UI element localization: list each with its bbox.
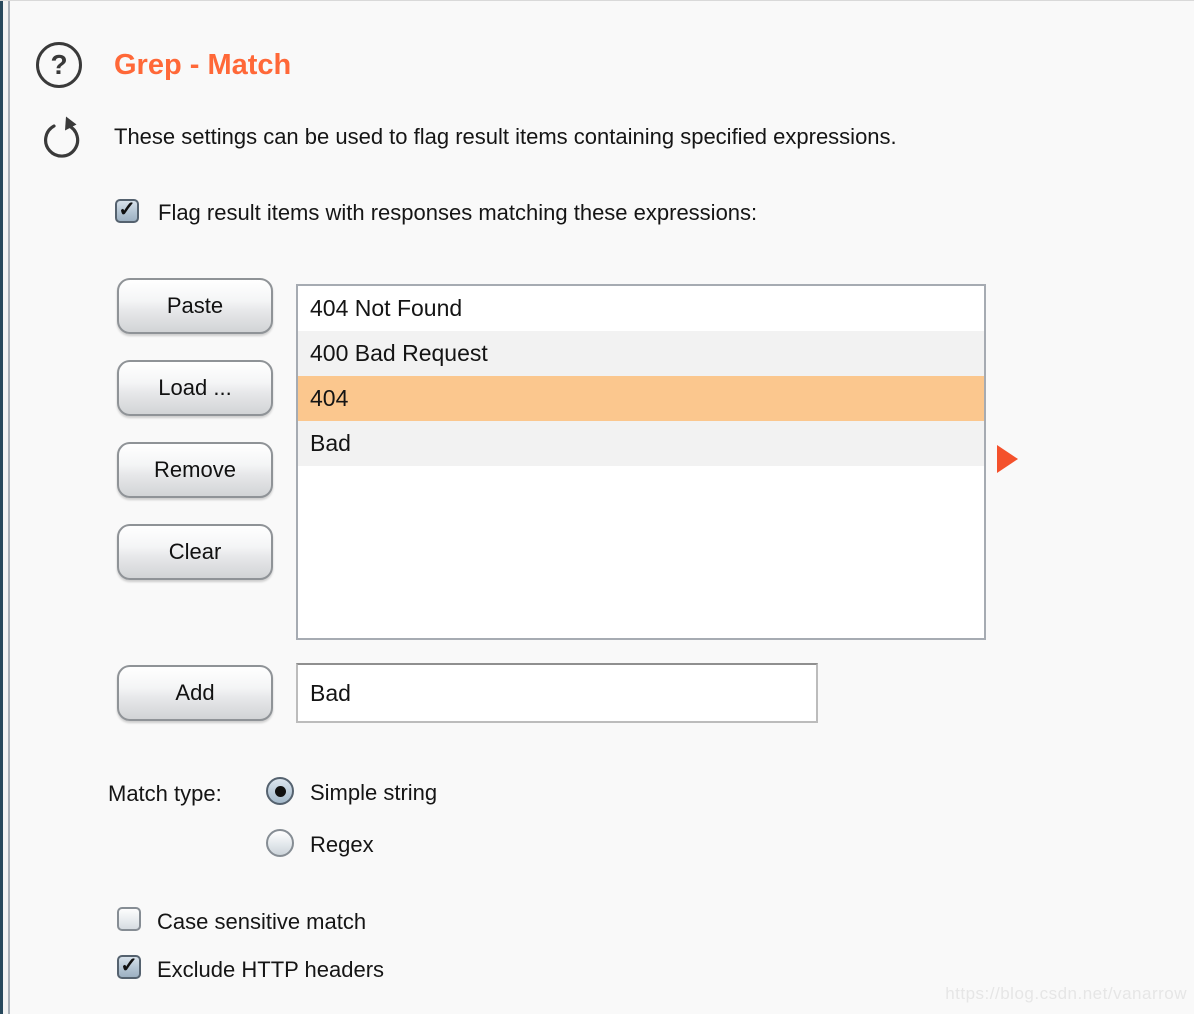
page-title: Grep - Match [114,49,292,81]
checkmark-icon: ✓ [118,198,136,221]
list-item[interactable]: Bad [298,421,984,466]
flag-results-checkbox[interactable]: ✓ [115,199,139,223]
remove-button[interactable]: Remove [117,442,273,498]
expression-list[interactable]: 404 Not Found 400 Bad Request 404 Bad [296,284,986,640]
add-expression-input[interactable] [296,663,818,723]
checkmark-icon: ✓ [120,954,138,977]
help-icon-glyph: ? [50,49,68,80]
list-item[interactable]: 404 Not Found [310,295,463,321]
list-item[interactable]: 400 Bad Request [298,331,984,376]
radio-regex-label: Regex [310,832,374,857]
help-icon[interactable]: ? [36,42,82,88]
add-button[interactable]: Add [117,665,273,721]
list-item-selected[interactable]: 404 [298,376,984,421]
radio-simple-string[interactable] [266,777,294,805]
case-sensitive-label: Case sensitive match [157,909,367,934]
flag-results-label: Flag result items with responses matchin… [158,200,758,225]
clear-button[interactable]: Clear [117,524,273,580]
exclude-headers-label: Exclude HTTP headers [157,957,385,982]
panel-divider [8,1,10,1014]
window-edge [0,1,3,1014]
watermark: https://blog.csdn.net/vanarrow [945,984,1187,1003]
selection-arrow-icon [997,445,1018,473]
radio-simple-string-label: Simple string [310,780,438,805]
exclude-headers-checkbox[interactable]: ✓ [117,955,141,979]
panel-description: These settings can be used to flag resul… [114,124,897,149]
radio-regex[interactable] [266,829,294,857]
radio-dot [274,785,286,797]
load-button[interactable]: Load ... [117,360,273,416]
case-sensitive-checkbox[interactable] [117,907,141,931]
match-type-label: Match type: [108,781,222,806]
refresh-icon[interactable] [38,113,84,163]
paste-button[interactable]: Paste [117,278,273,334]
window-edge-highlight [3,1,8,1014]
